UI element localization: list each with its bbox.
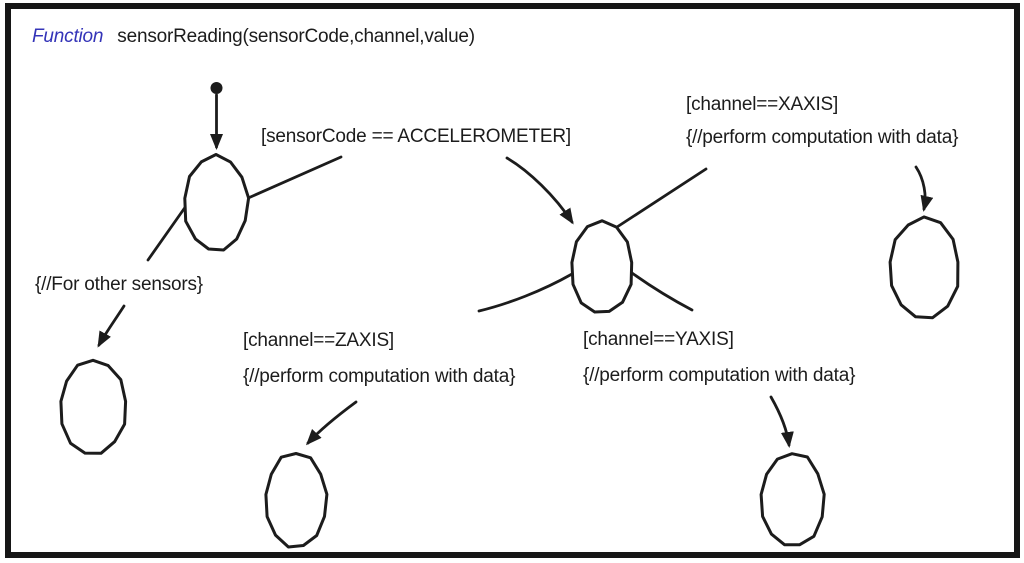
action-yaxis: {//perform computation with data}: [583, 365, 856, 386]
edge-accel-to-yaxis-label: [630, 271, 694, 312]
state-entry: [183, 153, 251, 252]
edge-start-to-accelerometer-label: [244, 155, 343, 201]
edge-zaxis-label-to-state-arrow: [305, 400, 358, 446]
function-keyword: Function: [32, 26, 104, 47]
action-xaxis: {//perform computation with data}: [686, 127, 959, 148]
edge-accelerometer-label-to-state-arrow: [505, 156, 574, 225]
edge-xaxis-label-to-state-arrow: [914, 165, 934, 212]
initial-state-dot: [210, 82, 223, 94]
transition-label-other-sensors: {//For other sensors}: [35, 274, 203, 296]
state-other-sensors: [59, 358, 128, 455]
edge-yaxis-label-to-state-arrow: [769, 395, 794, 448]
action-other-sensors: {//For other sensors}: [35, 274, 203, 295]
edge-accel-to-zaxis-label: [477, 272, 574, 313]
transition-label-zaxis: [channel==ZAXIS] {//perform computation …: [243, 330, 515, 388]
edge-accel-to-xaxis-label: [615, 167, 708, 229]
transition-label-yaxis: [channel==YAXIS] {//perform computation …: [583, 329, 855, 387]
guard-xaxis: [channel==XAXIS]: [686, 94, 839, 115]
guard-zaxis: [channel==ZAXIS]: [243, 330, 395, 351]
state-zaxis: [264, 452, 329, 549]
function-title: Function sensorReading(sensorCode,channel…: [32, 26, 475, 48]
state-accelerometer: [570, 219, 634, 314]
guard-yaxis: [channel==YAXIS]: [583, 329, 734, 350]
diagram-frame-border: [5, 3, 1020, 558]
state-xaxis: [888, 215, 960, 320]
edge-other-sensors-label-to-state-arrow: [97, 304, 126, 348]
state-yaxis: [759, 452, 826, 547]
transition-label-accelerometer: [sensorCode == ACCELEROMETER]: [261, 126, 571, 148]
function-signature: sensorReading(sensorCode,channel,value): [117, 26, 475, 47]
transition-label-xaxis: [channel==XAXIS] {//perform computation …: [686, 94, 958, 149]
edge-start-to-other-sensors-label: [146, 204, 188, 262]
guard-accelerometer: [sensorCode == ACCELEROMETER]: [261, 126, 571, 147]
action-zaxis: {//perform computation with data}: [243, 366, 516, 387]
